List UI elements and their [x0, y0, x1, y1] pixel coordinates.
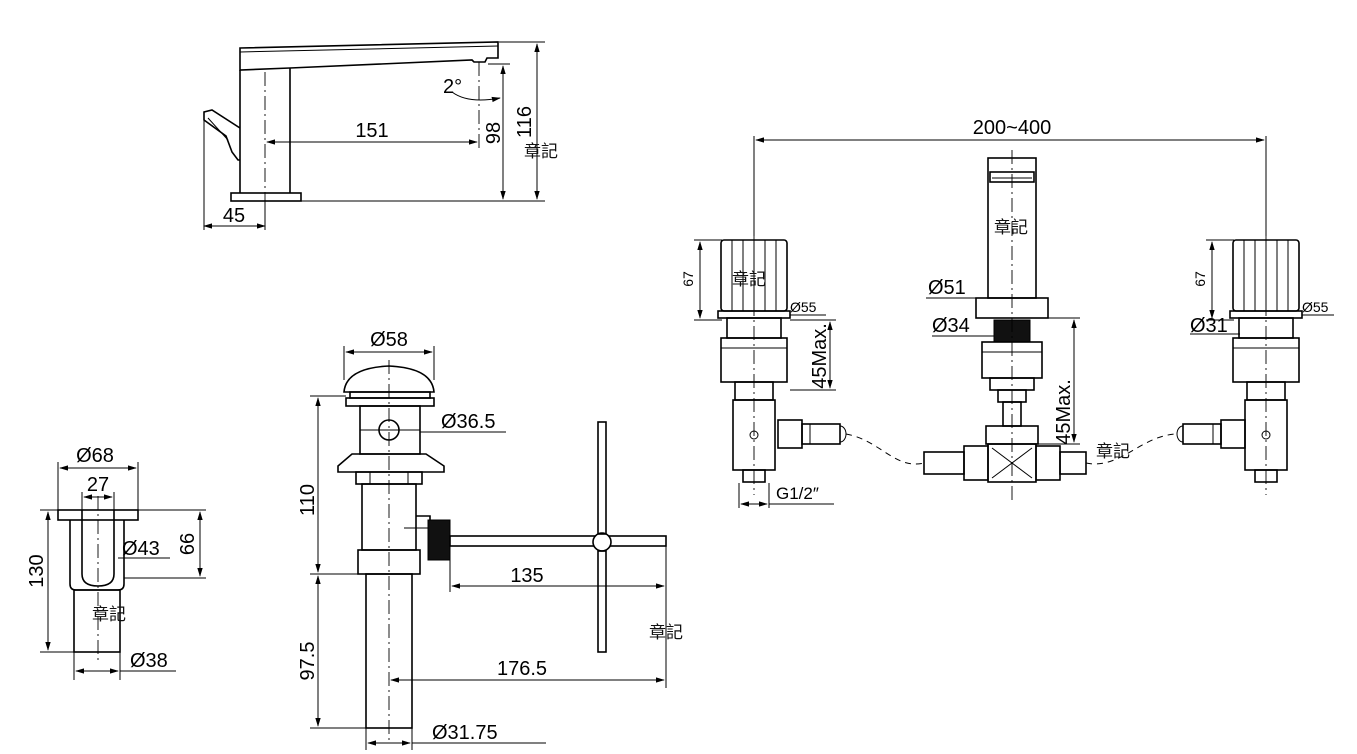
dim-rod-total: 176.5 [497, 658, 547, 680]
dim-outlet-height: 98 [483, 122, 505, 144]
dim-left-max-deck: 45Max. [809, 323, 831, 389]
dim-angle: 2° [443, 76, 462, 98]
dim-overflow-outer: Ø68 [76, 445, 114, 467]
dim-right-handle-diameter: Ø55 [1302, 299, 1329, 315]
overflow-ring: Ø68 27 Ø43 66 130 Ø38 [26, 445, 206, 680]
dim-overflow-tube: Ø38 [130, 650, 168, 672]
dim-center-body-diameter: Ø51 [928, 277, 966, 299]
dim-spout-reach: 151 [355, 120, 388, 142]
dim-center-max-deck: 45Max. [1053, 379, 1075, 445]
dim-inlet-thread: G1/2″ [776, 484, 819, 503]
dim-rod-reach: 135 [510, 565, 543, 587]
popup-drain: Ø58 Ø36.5 110 97.5 135 176.5 Ø31.75 [297, 329, 667, 750]
left-handle-valve: 67 Ø55 45Max. G1/2″ [680, 230, 847, 508]
dim-total-height: 116 [514, 106, 536, 138]
stamp-mark: 章記 [732, 270, 766, 290]
center-spout-valve: Ø51 Ø34 45Max. [923, 150, 1087, 500]
dim-left-handle-height: 67 [680, 271, 696, 287]
dim-overflow-total-height: 130 [26, 554, 48, 587]
dim-right-shank-diameter: Ø31 [1190, 315, 1228, 337]
dim-overflow-ring: Ø43 [122, 538, 160, 560]
stamp-mark: 章記 [649, 623, 683, 643]
dim-lower-height: 97.5 [297, 642, 319, 681]
spout-side-view: 151 45 98 116 2° [203, 41, 545, 230]
stamp-mark: 章記 [994, 218, 1028, 238]
dim-center-shank-diameter: Ø34 [932, 315, 970, 337]
right-hose [1085, 433, 1177, 465]
dim-spread: 200~400 [973, 117, 1051, 139]
stamp-mark: 章記 [92, 605, 126, 625]
dim-base-offset: 45 [223, 205, 245, 227]
dim-right-handle-height: 67 [1192, 271, 1208, 287]
dim-tail-diameter: Ø31.75 [432, 722, 498, 744]
dim-body-diameter: Ø36.5 [441, 411, 495, 433]
dim-upper-height: 110 [297, 484, 319, 516]
dim-overflow-inner-height: 66 [177, 533, 199, 555]
stamp-mark: 章記 [1096, 442, 1130, 462]
left-hose [845, 433, 925, 465]
right-handle-valve: 67 Ø55 Ø31 [1176, 230, 1334, 495]
dim-overflow-slot: 27 [87, 474, 109, 496]
dim-cap-diameter: Ø58 [370, 329, 408, 351]
dim-left-handle-diameter: Ø55 [790, 299, 817, 315]
stamp-mark: 章記 [524, 142, 558, 162]
spread-dimension: 200~400 [753, 117, 1267, 236]
